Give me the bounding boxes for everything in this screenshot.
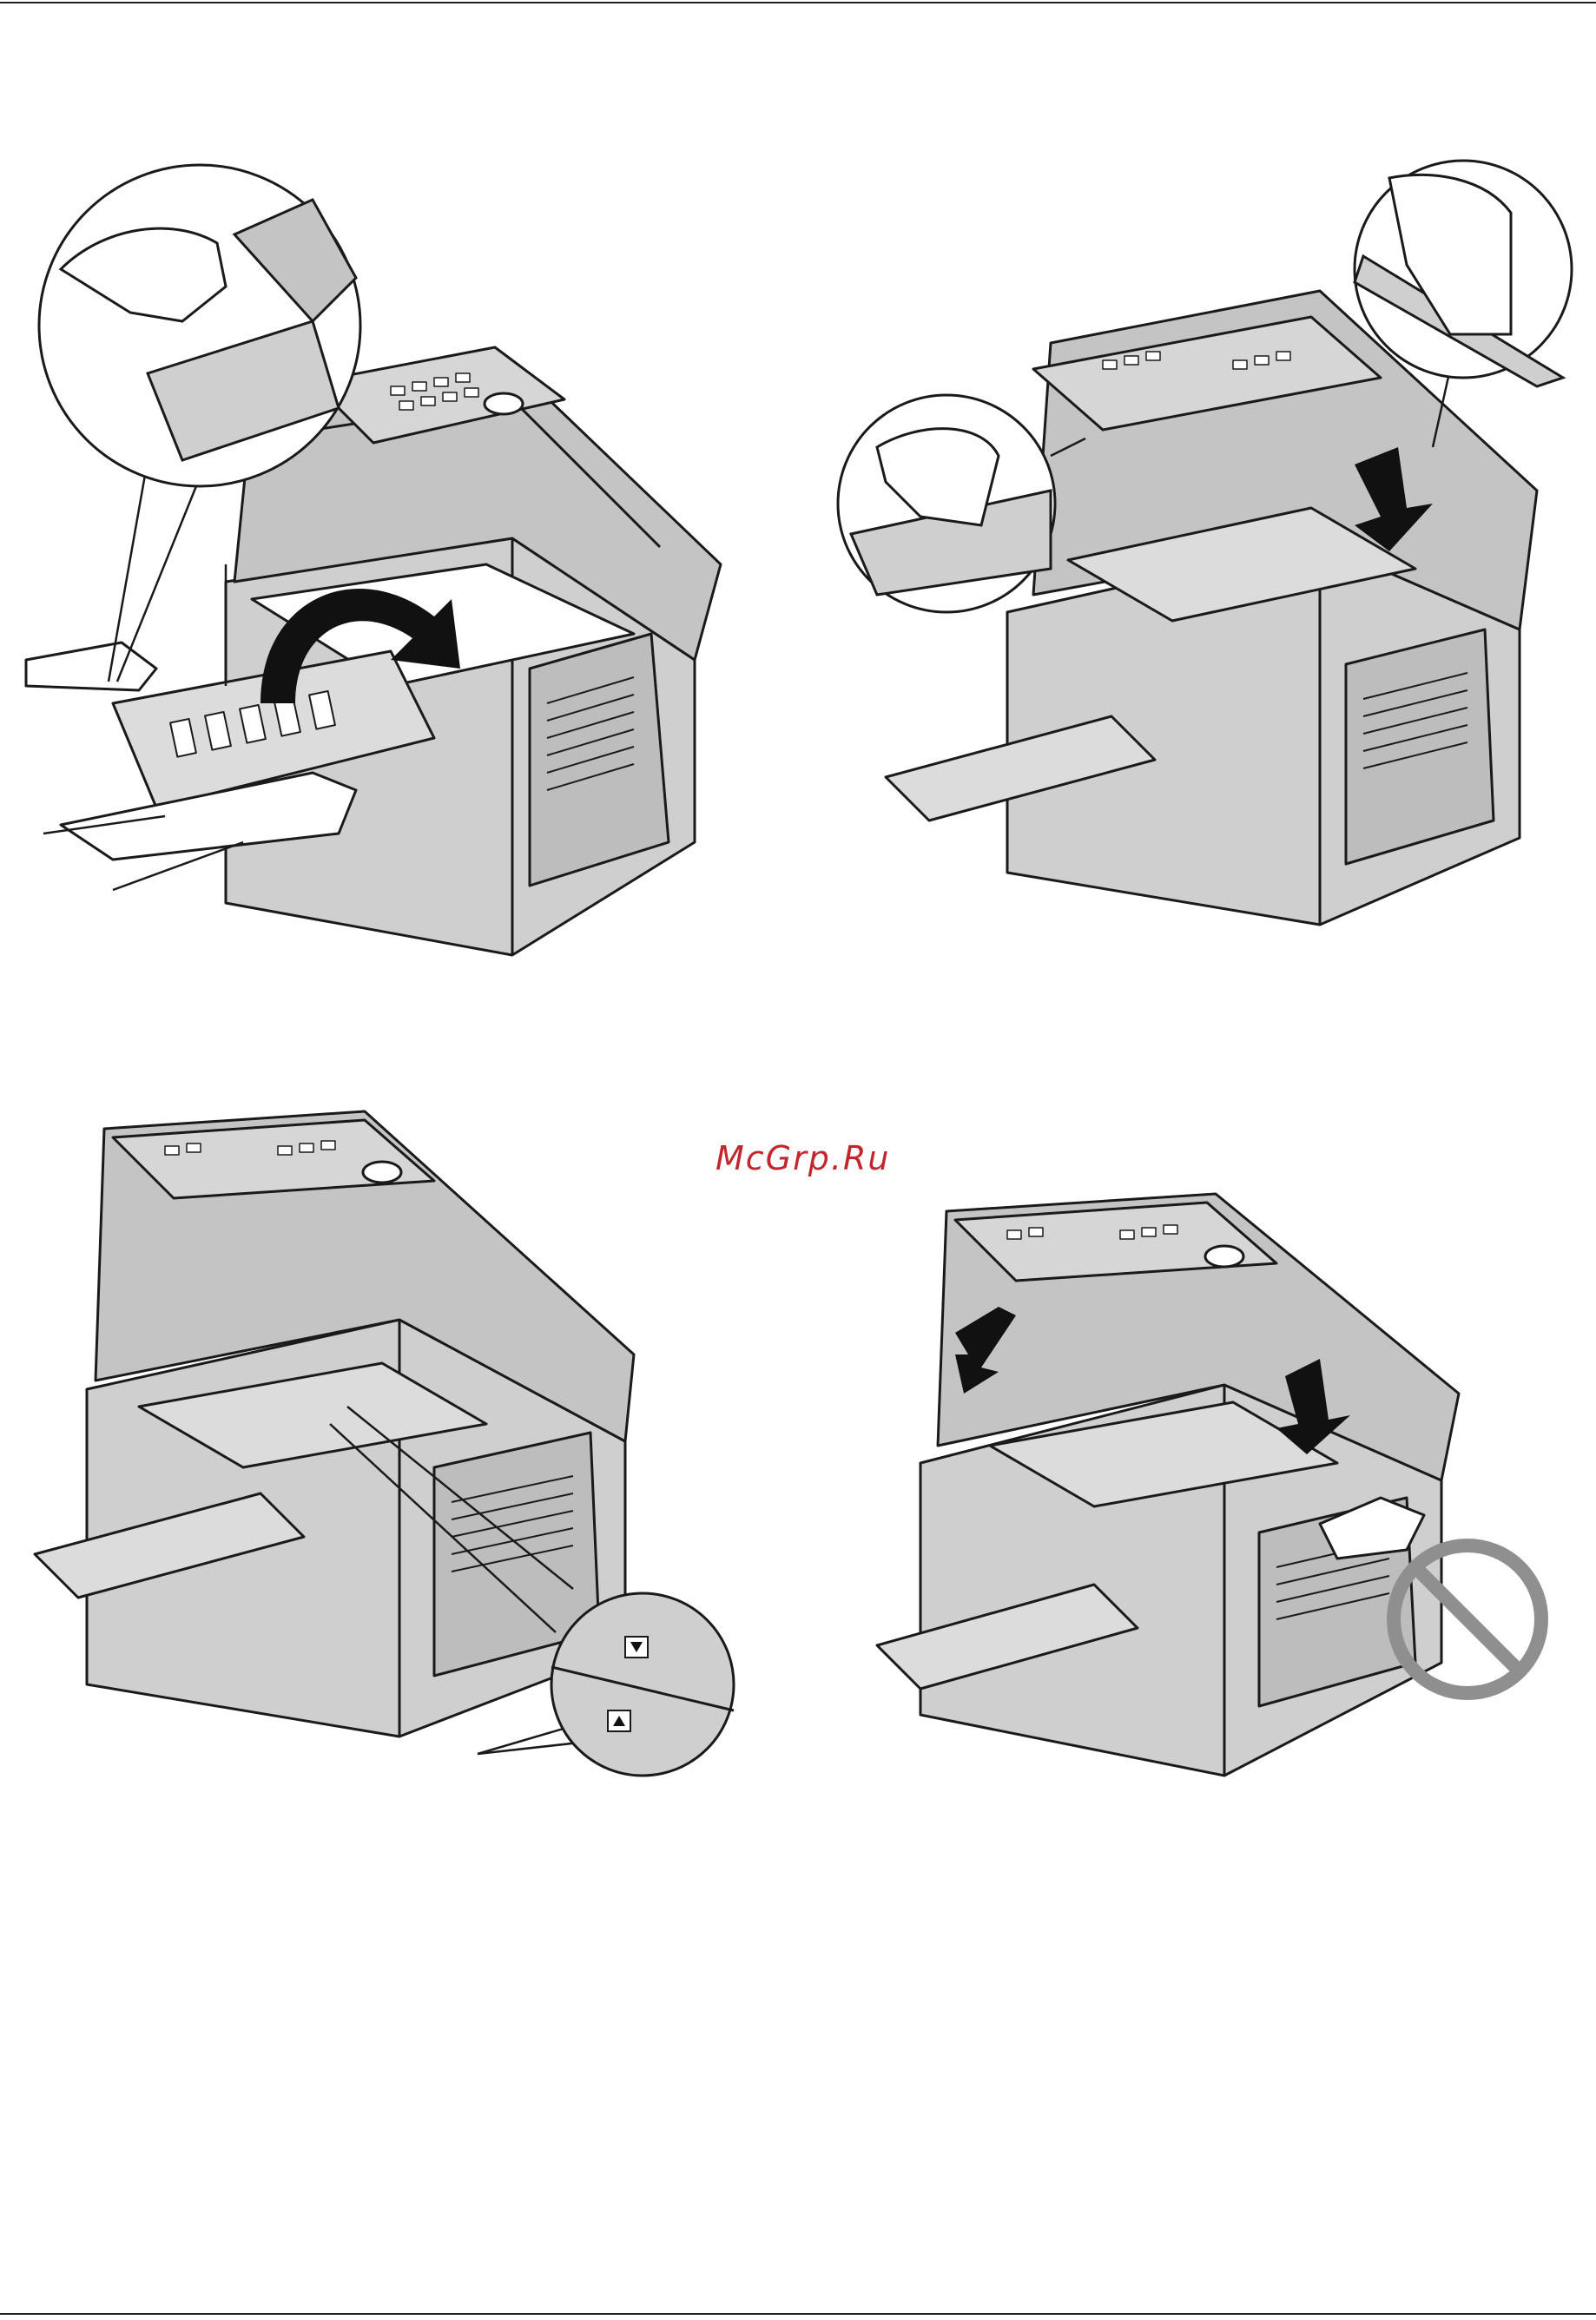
- magnify-circle-icon: [838, 395, 1055, 612]
- bottom-rule: [0, 2313, 1596, 2315]
- top-rule: [0, 2, 1596, 3]
- magnify-circle-icon: [551, 1593, 734, 1776]
- printer-illustration: [886, 291, 1537, 925]
- figure-close-top-cover: [825, 161, 1589, 942]
- watermark: McGrp.Ru: [716, 1139, 890, 1177]
- printer-illustration: [877, 1194, 1459, 1776]
- figure-align-triangle-marks: [35, 1094, 738, 1780]
- figure-install-drum-unit: [26, 148, 729, 964]
- triangle-mark-icon: [625, 1637, 648, 1658]
- printer-illustration: [35, 1111, 634, 1737]
- triangle-mark-icon: [608, 1710, 630, 1731]
- magnify-circle-icon: [39, 165, 360, 486]
- figure-do-not-touch-transfer-roller: [868, 1176, 1563, 1784]
